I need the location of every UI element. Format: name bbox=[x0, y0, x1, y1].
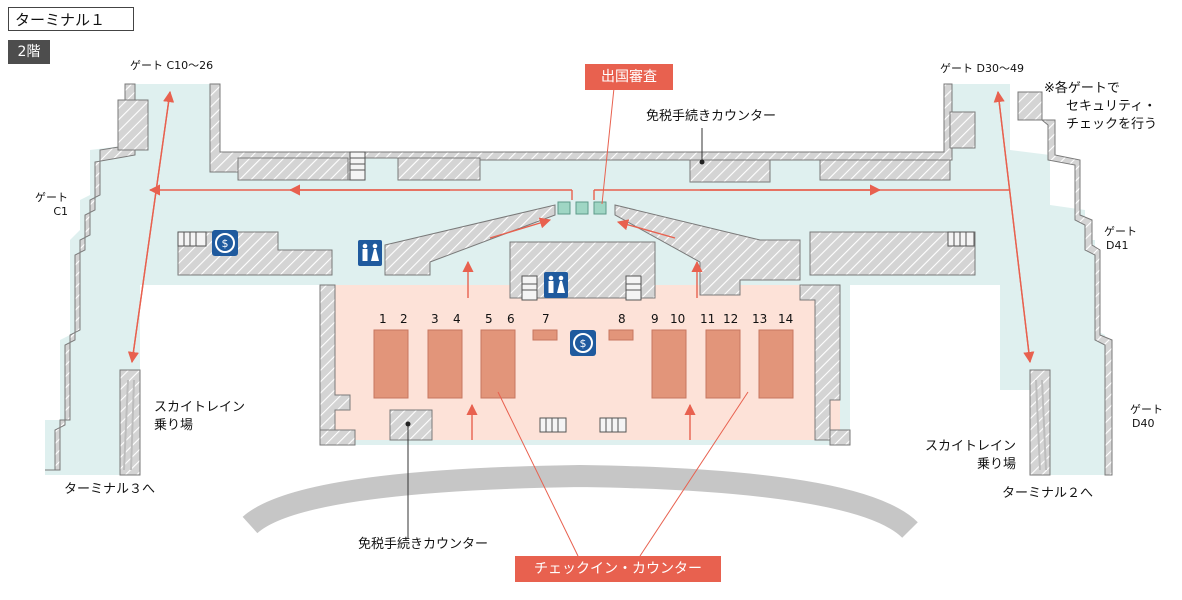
security-note-line1: ※各ゲートで bbox=[1044, 81, 1120, 96]
counter-number: 12 bbox=[723, 312, 739, 326]
checkin-counter-1-2 bbox=[373, 329, 409, 399]
checkin-counter-7 bbox=[532, 329, 558, 341]
wall-right-mid bbox=[809, 231, 976, 276]
wall-right-upper-block bbox=[949, 111, 976, 149]
counter-number: 4 bbox=[453, 312, 461, 326]
to-terminal3-label: ターミナル３へ bbox=[64, 482, 156, 497]
gate-d41-label-line2: D41 bbox=[1106, 239, 1129, 252]
escalator-icon bbox=[599, 417, 627, 433]
counter-number: 9 bbox=[651, 312, 659, 326]
escalator-icon bbox=[349, 151, 366, 181]
counter-number: 8 bbox=[618, 312, 626, 326]
counter-number: 10 bbox=[670, 312, 686, 326]
wall-skytrain-left bbox=[119, 369, 141, 476]
gate-c1-label-line1: ゲート bbox=[35, 191, 68, 204]
checkin-counter-13-14 bbox=[758, 329, 794, 399]
escalator-icon bbox=[521, 275, 538, 301]
skytrain-left-label-line1: スカイトレイン bbox=[154, 400, 246, 415]
immigration-booth bbox=[593, 201, 607, 215]
counter-number: 11 bbox=[700, 312, 716, 326]
currency-exchange-icon: $ bbox=[212, 230, 238, 256]
escalator-icon bbox=[539, 417, 567, 433]
wall-north-block-1 bbox=[237, 157, 349, 181]
immigration-booth bbox=[575, 201, 589, 215]
gate-c1-label-line2: C1 bbox=[53, 205, 68, 218]
counter-number: 6 bbox=[507, 312, 515, 326]
wall-hall-bottom-left bbox=[319, 429, 356, 446]
skytrain-left-label-line2: 乗り場 bbox=[154, 418, 194, 433]
security-note-line2: セキュリティ・ bbox=[1066, 99, 1157, 114]
checkin-counter-11-12 bbox=[705, 329, 741, 399]
counter-number: 13 bbox=[752, 312, 768, 326]
wall-left-upper-block bbox=[117, 99, 149, 151]
svg-text:$: $ bbox=[580, 337, 587, 350]
checkin-counter-5-6 bbox=[480, 329, 516, 399]
wall-center-right-wing bbox=[614, 204, 801, 296]
duty-free-counter-upper-label: 免税手続きカウンター bbox=[646, 109, 777, 124]
checkin-counter-9-10 bbox=[651, 329, 687, 399]
wall-north-block-4 bbox=[819, 159, 951, 181]
duty-free-counter-lower-label: 免税手続きカウンター bbox=[358, 537, 489, 552]
wall-hall-bottom-right bbox=[829, 429, 851, 446]
wall-right-outer bbox=[1040, 119, 1113, 476]
gate-c10-26-label: ゲート C10〜26 bbox=[130, 59, 214, 72]
currency-exchange-icon: $ bbox=[570, 330, 596, 356]
security-note-line3: チェックを行う bbox=[1066, 117, 1158, 132]
restroom-icon bbox=[544, 272, 568, 298]
to-terminal2-label: ターミナル２へ bbox=[1002, 486, 1094, 501]
checkin-hall bbox=[335, 285, 840, 440]
escalator-icon bbox=[947, 231, 975, 247]
wall-north-block-2 bbox=[397, 157, 481, 181]
counter-number: 5 bbox=[485, 312, 493, 326]
wall-center-left-wing bbox=[384, 204, 556, 276]
checkin-counter-label: チェックイン・カウンター bbox=[515, 556, 721, 582]
restroom-icon bbox=[358, 240, 382, 266]
counter-number: 7 bbox=[542, 312, 550, 326]
wall-left-outer bbox=[45, 83, 136, 471]
counter-number: 2 bbox=[400, 312, 408, 326]
gate-d41-label-line1: ゲート bbox=[1104, 225, 1137, 238]
escalator-icon bbox=[177, 231, 207, 247]
wall-hall-bottom-block bbox=[389, 409, 433, 441]
immigration-booth bbox=[557, 201, 571, 215]
svg-text:$: $ bbox=[222, 237, 229, 250]
access-road bbox=[242, 464, 918, 539]
wall-north-block-3 bbox=[689, 159, 771, 183]
wall-right-notch bbox=[1017, 91, 1043, 121]
checkin-counter-3-4 bbox=[427, 329, 463, 399]
counter-number: 1 bbox=[379, 312, 387, 326]
counter-number: 3 bbox=[431, 312, 439, 326]
gate-d40-label-line2: D40 bbox=[1132, 417, 1155, 430]
skytrain-right-label-line1: スカイトレイン bbox=[924, 439, 1016, 454]
gate-d30-49-label: ゲート D30〜49 bbox=[940, 62, 1024, 75]
skytrain-right-label-line2: 乗り場 bbox=[976, 457, 1016, 472]
gate-d40-label-line1: ゲート bbox=[1130, 403, 1163, 416]
floor-badge: 2階 bbox=[8, 40, 50, 64]
immigration-label: 出国審査 bbox=[585, 64, 673, 90]
counter-number: 14 bbox=[778, 312, 794, 326]
escalator-icon bbox=[625, 275, 642, 301]
checkin-counter-8 bbox=[608, 329, 634, 341]
terminal-title: ターミナル１ bbox=[8, 7, 134, 31]
